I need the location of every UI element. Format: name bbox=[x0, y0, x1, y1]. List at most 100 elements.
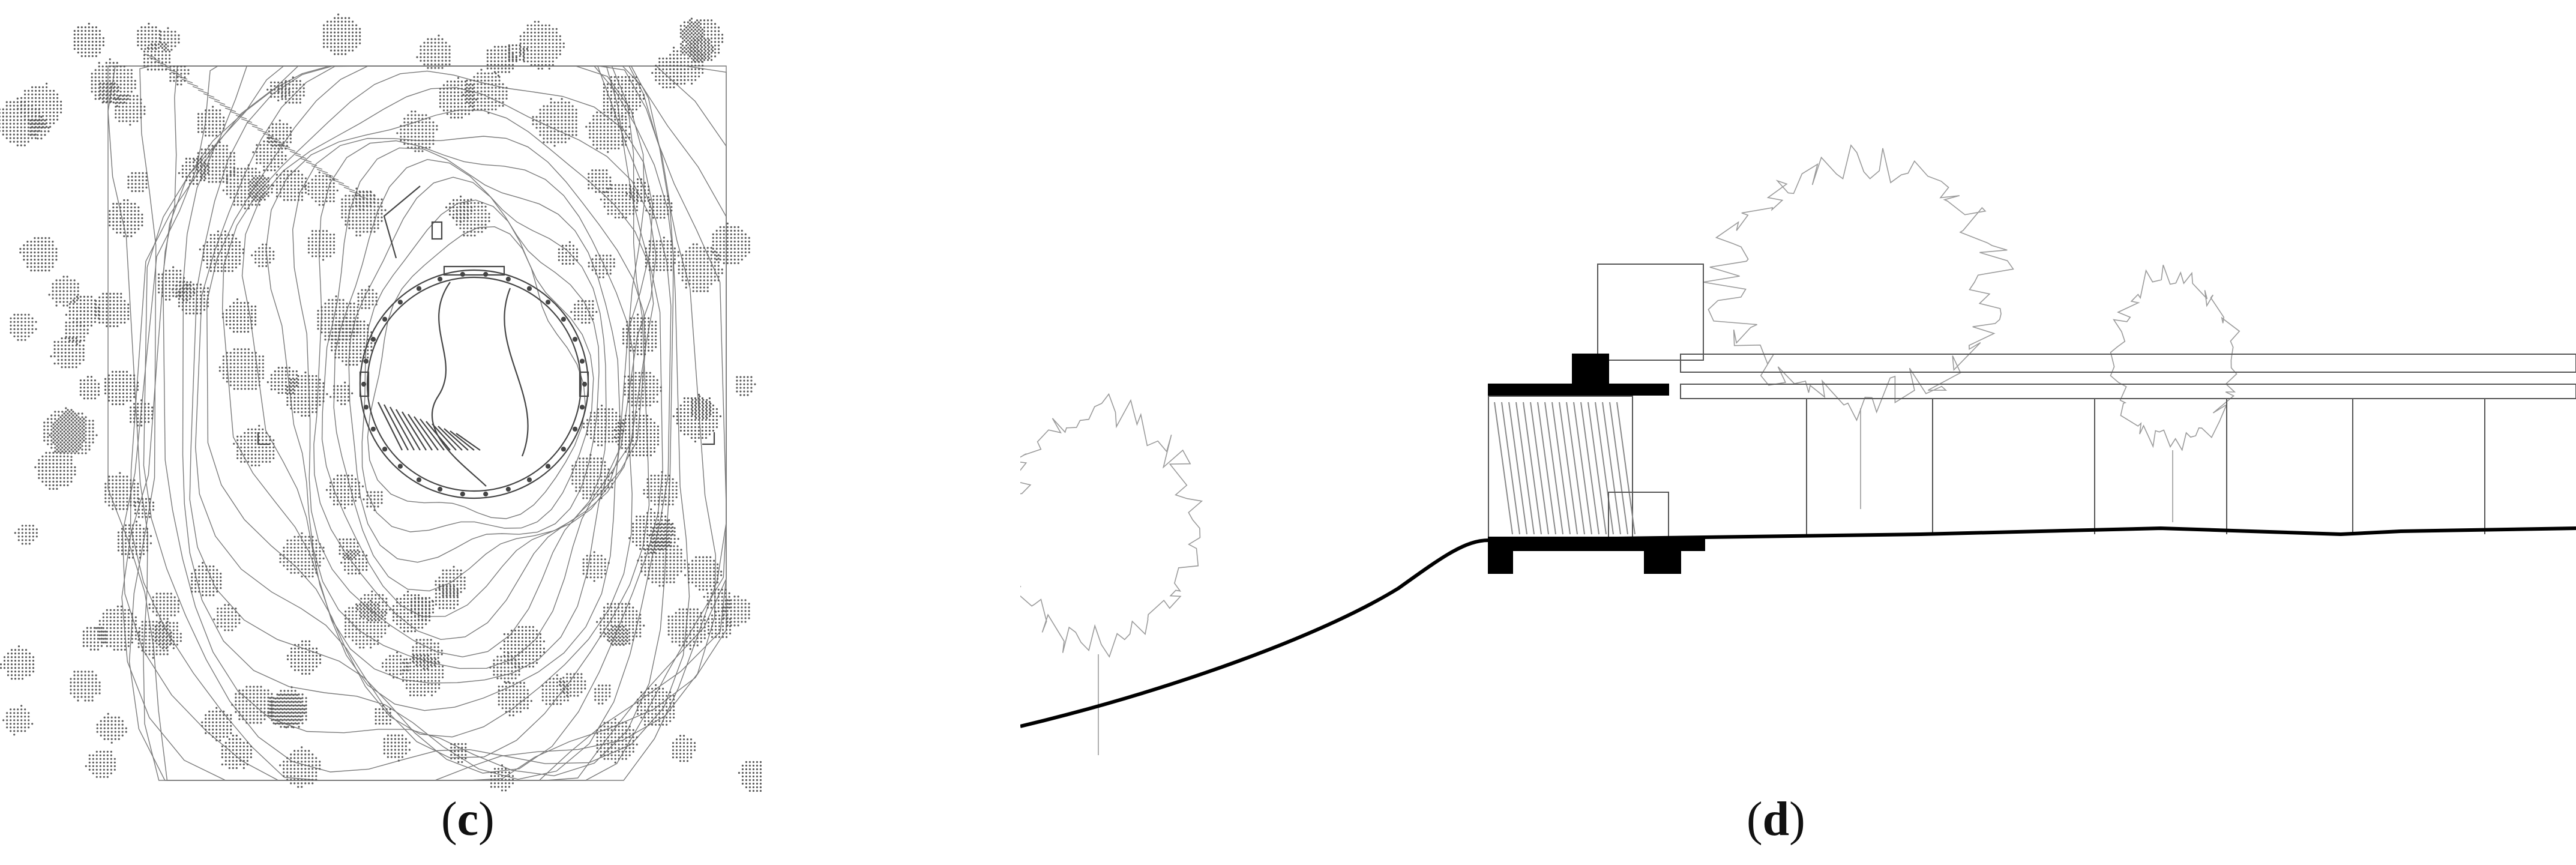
tree-canopy bbox=[330, 381, 354, 405]
column bbox=[370, 426, 376, 432]
car-marker bbox=[431, 221, 443, 240]
column bbox=[483, 491, 489, 497]
contour-line bbox=[107, 65, 727, 781]
tree-canopy bbox=[172, 281, 196, 301]
core-hatch bbox=[1559, 402, 1578, 535]
column bbox=[370, 337, 376, 342]
tree-canopy bbox=[651, 57, 686, 89]
contour-line bbox=[292, 136, 646, 658]
column bbox=[382, 316, 388, 322]
tree-canopy bbox=[325, 474, 364, 509]
tree-canopy bbox=[571, 454, 613, 499]
tree-canopy bbox=[582, 551, 610, 582]
ridge-hatch bbox=[349, 190, 361, 195]
ridge-hatch bbox=[257, 129, 269, 134]
column bbox=[572, 337, 578, 342]
roof-block bbox=[1597, 264, 1704, 361]
tree-canopy bbox=[252, 137, 287, 172]
column bbox=[505, 486, 511, 492]
column bbox=[545, 300, 551, 305]
ridge-hatch bbox=[300, 158, 312, 163]
tree-canopies bbox=[0, 13, 762, 792]
tree-canopy bbox=[363, 491, 383, 511]
tree-canopy bbox=[65, 318, 89, 345]
tree-canopy bbox=[178, 283, 209, 315]
tree-canopy bbox=[416, 34, 451, 69]
tree-canopy bbox=[49, 409, 98, 458]
tree-canopy bbox=[137, 22, 161, 50]
tree-canopy bbox=[277, 76, 305, 104]
tree-canopy bbox=[304, 171, 339, 206]
core-hatch bbox=[1609, 402, 1628, 535]
ridge-hatch bbox=[187, 82, 199, 87]
tree-canopy bbox=[160, 27, 180, 51]
tree-canopy bbox=[79, 376, 100, 400]
tree-canopy bbox=[266, 81, 290, 101]
section-drawing bbox=[1020, 144, 2576, 755]
tree-canopy bbox=[218, 348, 264, 390]
tree-canopy bbox=[723, 595, 750, 627]
ridge-hatch bbox=[203, 93, 215, 98]
column bbox=[460, 491, 465, 497]
tree-canopy bbox=[0, 645, 35, 680]
tree-canopy bbox=[307, 230, 336, 261]
tree-canopy bbox=[431, 585, 459, 609]
tree-outline bbox=[1703, 144, 2014, 509]
tree-canopy bbox=[29, 116, 50, 140]
tree-canopy bbox=[48, 276, 79, 307]
tree-canopy bbox=[519, 20, 565, 70]
tree-canopy bbox=[600, 184, 638, 219]
tree-canopy bbox=[707, 610, 732, 638]
core-hatch bbox=[1508, 402, 1527, 535]
tree-canopy bbox=[130, 399, 154, 427]
tree-canopy bbox=[279, 532, 325, 577]
tree-canopy bbox=[596, 603, 645, 645]
ridge-hatch bbox=[289, 151, 301, 155]
tree-canopy bbox=[148, 592, 179, 620]
tree-canopy bbox=[499, 625, 546, 668]
tree-canopy bbox=[104, 472, 139, 510]
tree-canopy bbox=[268, 119, 292, 147]
tree-canopy bbox=[624, 372, 662, 410]
tree-canopy bbox=[684, 556, 723, 591]
tree-canopy bbox=[272, 170, 307, 201]
column bbox=[572, 426, 578, 432]
tree-canopy bbox=[412, 639, 443, 670]
core-hatch bbox=[1595, 402, 1614, 535]
core-hatch bbox=[1616, 402, 1636, 535]
hatch bbox=[438, 426, 463, 451]
inner-terrain-line bbox=[431, 282, 487, 487]
tree-canopy bbox=[197, 106, 225, 137]
hatch bbox=[408, 414, 433, 451]
circular-building-plan bbox=[257, 185, 715, 499]
core-hatch bbox=[1494, 402, 1513, 535]
tree-canopy bbox=[486, 46, 518, 77]
tree-canopy bbox=[201, 707, 232, 741]
core-hatch bbox=[1587, 402, 1607, 535]
core-hatch bbox=[1530, 402, 1549, 535]
tree-canopy bbox=[109, 199, 143, 238]
tree-canopy bbox=[736, 376, 756, 396]
contour-line bbox=[162, 65, 674, 777]
hatch bbox=[414, 416, 439, 451]
tree-canopy bbox=[317, 295, 359, 345]
tree-canopy bbox=[345, 600, 390, 649]
column bbox=[397, 463, 403, 469]
inner-terrain-line bbox=[504, 288, 529, 457]
column bbox=[579, 405, 585, 410]
tree-canopy bbox=[375, 704, 391, 725]
ridge-hatch bbox=[316, 169, 328, 173]
core-hatch bbox=[1551, 402, 1571, 535]
tree-canopy bbox=[383, 734, 411, 762]
column bbox=[561, 447, 567, 452]
ridge-hatch bbox=[214, 100, 226, 105]
tree-canopy bbox=[19, 237, 58, 272]
tree-canopy bbox=[541, 674, 569, 705]
tree-canopy bbox=[382, 651, 409, 679]
background-trees bbox=[1020, 144, 2240, 755]
tree-canopy bbox=[439, 77, 478, 119]
tree-canopy bbox=[169, 65, 190, 86]
core-hatch bbox=[1602, 402, 1621, 535]
tree-canopy bbox=[559, 673, 586, 697]
access-path bbox=[383, 185, 421, 259]
